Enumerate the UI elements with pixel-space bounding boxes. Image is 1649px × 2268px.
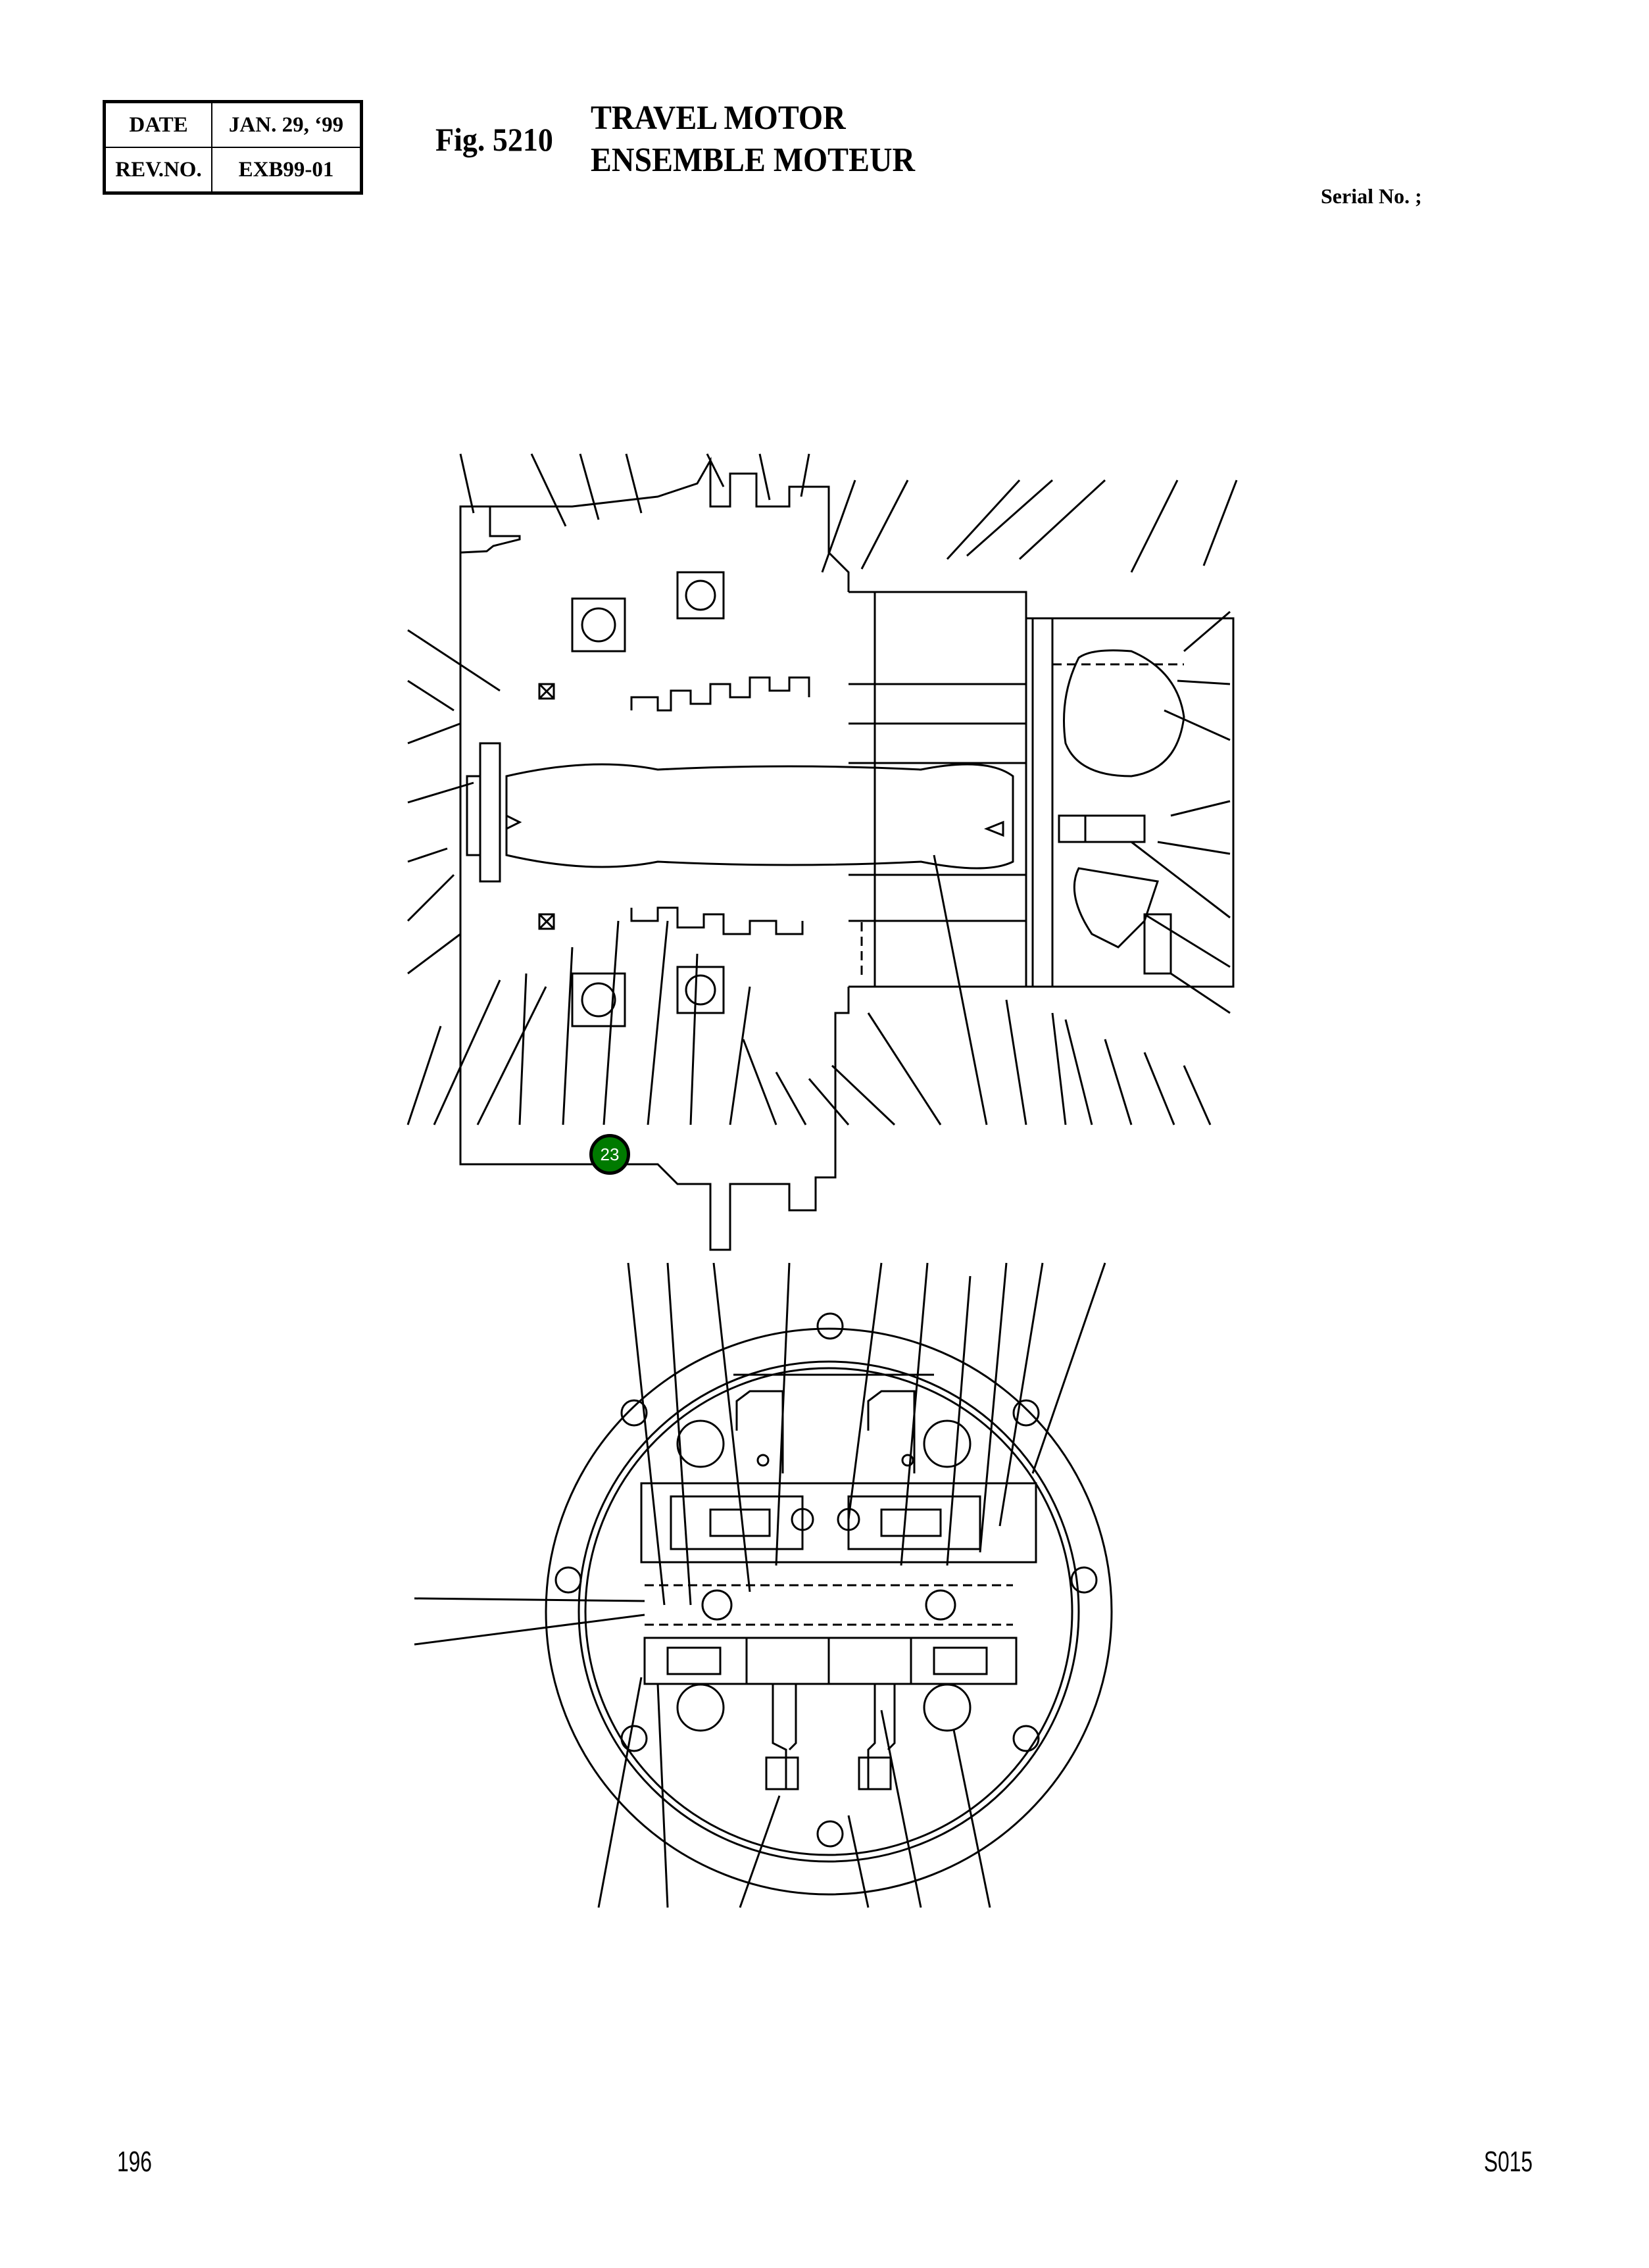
title-english: TRAVEL MOTOR [591,99,846,137]
callout-badge-23[interactable]: 23 [589,1134,630,1175]
date-label: DATE [103,101,212,148]
section-code: S015 [1484,2146,1533,2178]
rev-label: REV.NO. [103,147,212,194]
serial-number-label: Serial No. ; [1321,184,1422,208]
rev-value: EXB99-01 [211,147,362,194]
page-number: 196 [117,2146,152,2178]
date-value: JAN. 29, ‘99 [211,101,362,148]
revision-block: DATE JAN. 29, ‘99 REV.NO. EXB99-01 [103,100,363,195]
figure-number: Fig. 5210 [435,121,553,158]
title-french: ENSEMBLE MOTEUR [591,141,916,179]
